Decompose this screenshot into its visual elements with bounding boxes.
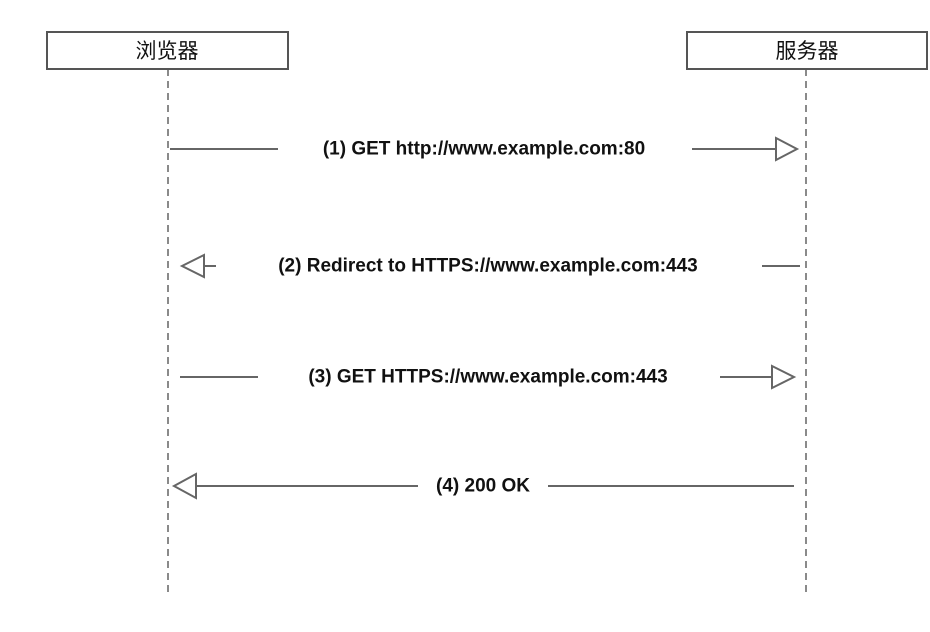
message-1-label: (1) GET http://www.example.com:80 [323,139,645,160]
message-1: (1) GET http://www.example.com:80 [170,136,800,162]
message-2-arrowhead [179,253,205,279]
browser-box [46,31,289,70]
server-label: 服务器 [776,39,839,63]
message-3: (3) GET HTTPS://www.example.com:443 [180,364,797,390]
server-box [686,31,928,70]
message-2-label: (2) Redirect to HTTPS://www.example.com:… [278,256,698,277]
browser-participant: 浏览器 [46,31,289,70]
message-4-label: (4) 200 OK [436,476,530,497]
message-1-arrowhead [775,136,800,162]
message-4: (4) 200 OK [171,472,794,500]
message-4-arrowhead [171,472,197,500]
server-participant: 服务器 [686,31,928,70]
message-2: (2) Redirect to HTTPS://www.example.com:… [179,253,800,279]
message-3-arrowhead [771,364,797,390]
message-3-label: (3) GET HTTPS://www.example.com:443 [308,367,667,388]
browser-label: 浏览器 [136,39,199,63]
